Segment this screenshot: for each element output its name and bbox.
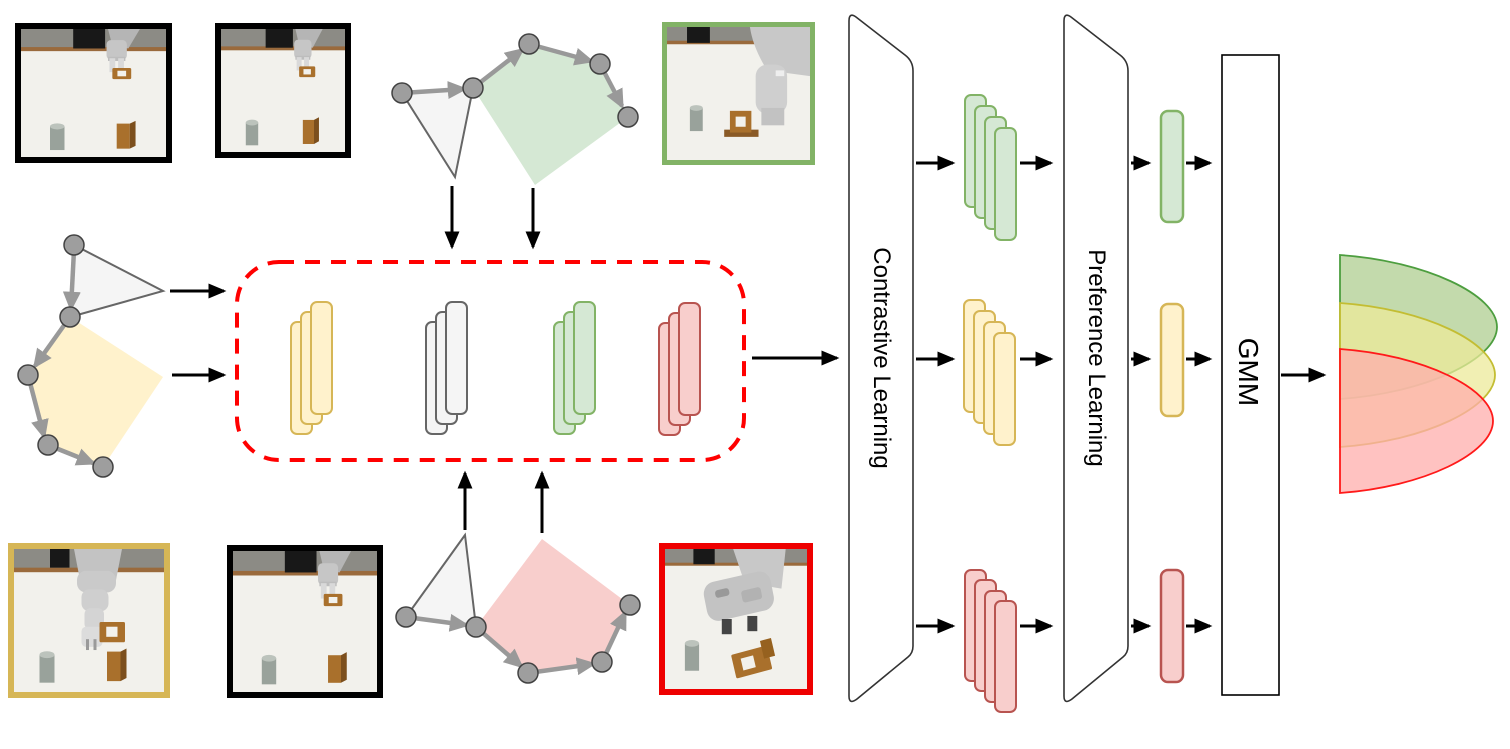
- trajectory-region-yellow: [28, 317, 163, 467]
- robot-arm: [749, 27, 810, 77]
- gaussian-mixture: [1339, 254, 1498, 494]
- feature-card: [993, 332, 1016, 446]
- gripper-body: [703, 571, 774, 621]
- gmm-label: GMM: [1233, 337, 1264, 407]
- state-nodes: [17, 234, 114, 478]
- gripper-finger: [320, 583, 327, 599]
- gripper-finger: [118, 58, 124, 73]
- embedding-stack-red: [658, 302, 701, 436]
- wood-block: [107, 651, 121, 682]
- feature-card: [573, 301, 596, 415]
- preference-learning-block: [1063, 14, 1129, 703]
- sim-scene-grasp: [233, 551, 377, 692]
- trajectory-region-green: [473, 44, 628, 185]
- state-nodes: [391, 33, 639, 128]
- gripper-finger: [296, 57, 302, 71]
- trajectory-graph-left: [17, 234, 166, 478]
- cylinder: [261, 658, 277, 685]
- trajectory-graph-bottom: [395, 532, 641, 684]
- gaussian-red: [1339, 348, 1494, 494]
- flow-arrows: [170, 155, 1327, 634]
- sim-frame-top-2: [215, 23, 351, 158]
- robot-base: [265, 29, 293, 48]
- state-nodes: [395, 594, 641, 684]
- sim-scene-carry: [14, 549, 164, 692]
- gripper: [761, 107, 785, 126]
- sim-frame-top-1: [15, 23, 172, 163]
- feature-card: [310, 301, 333, 415]
- wood-block: [302, 119, 314, 144]
- reward-card-red: [1159, 568, 1185, 684]
- sim-scene-side: [667, 27, 810, 160]
- robot-base: [50, 549, 70, 568]
- contrastive-stack-green: [964, 94, 1017, 241]
- trajectory-graph-top: [391, 33, 639, 185]
- sim-scene-closeup: [665, 549, 807, 689]
- embedding-stack-yellow: [290, 301, 333, 435]
- sim-scene-grasp: [221, 29, 345, 152]
- square-nut: [731, 637, 776, 679]
- gmm-block: [1221, 54, 1280, 696]
- feature-card: [994, 127, 1017, 241]
- robot-base: [687, 27, 710, 43]
- reward-card-yellow: [1159, 302, 1185, 418]
- robot-base: [693, 549, 715, 565]
- embedding-stack-green: [553, 301, 596, 435]
- trajectory-region-gray: [68, 243, 166, 319]
- embedding-stack-gray: [425, 301, 468, 435]
- preference-learning-label: Preference Learning: [1083, 249, 1110, 467]
- cylinder: [689, 107, 703, 132]
- trajectory-region-red: [476, 539, 630, 673]
- cylinder: [684, 643, 700, 671]
- robot-base: [73, 29, 106, 49]
- feature-card: [678, 302, 701, 416]
- sim-frame-bottom-black: [227, 545, 383, 698]
- sim-frame-gold: [8, 543, 170, 698]
- sim-scene-grasp: [21, 29, 166, 157]
- wood-block: [328, 655, 341, 683]
- gripper-finger: [304, 57, 310, 71]
- cylinder: [50, 126, 65, 151]
- trajectory-region-gray: [404, 532, 478, 629]
- contrastive-learning-label: Contrastive Learning: [868, 247, 895, 469]
- wood-block: [116, 123, 130, 149]
- sim-frame-green: [662, 22, 815, 165]
- gripper-finger: [329, 583, 336, 599]
- robot-base: [284, 551, 317, 573]
- feature-card: [994, 600, 1017, 713]
- cylinder: [39, 654, 55, 683]
- gripper-finger: [109, 58, 116, 73]
- sim-frame-red: [659, 543, 813, 695]
- contrastive-stack-red: [964, 569, 1017, 713]
- cylinder: [245, 122, 259, 146]
- embedding-box: [235, 260, 746, 462]
- contrastive-stack-yellow: [963, 299, 1016, 446]
- trajectory-region-gray: [400, 86, 475, 180]
- reward-card-green: [1159, 109, 1185, 224]
- contrastive-learning-block: [848, 14, 914, 703]
- feature-card: [445, 301, 468, 415]
